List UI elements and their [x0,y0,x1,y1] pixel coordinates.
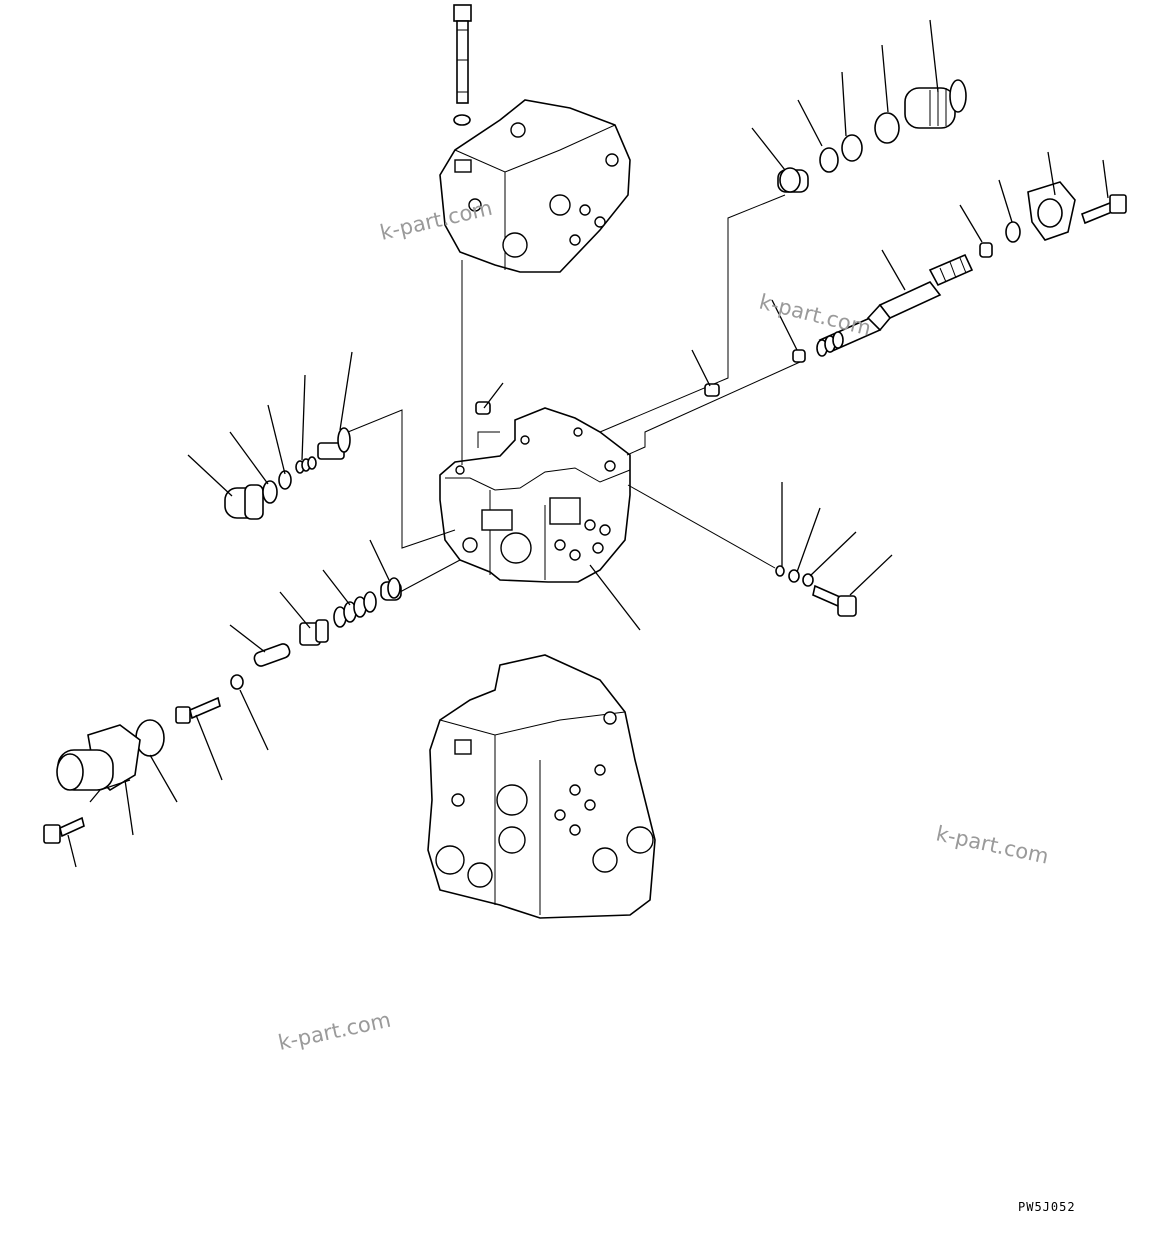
right-plug-top [904,79,967,129]
large-o-ring [135,719,165,757]
small-cap [979,242,993,258]
right-cover-bolt [1081,194,1127,225]
spring [333,591,377,628]
leader-lines [67,19,1109,868]
cover-bolt [43,816,85,844]
plug-small-center [704,383,720,397]
upper-valve-body [439,99,631,273]
assembly-lines [347,194,801,593]
spool-spring [816,331,844,357]
cap [777,167,809,193]
ring-right [819,147,839,173]
o-ring [262,480,278,504]
lower-valve-body [427,654,656,919]
watermark-4: k-part.com [276,1008,393,1055]
backup-ring-right [841,134,863,162]
drawing-code: PW5J052 [1018,1200,1076,1214]
o-ring-right [874,112,900,144]
small-plug [792,349,806,363]
main-valve-section [439,407,631,583]
right-bolt [812,584,857,617]
watermark-3: k-part.com [934,821,1051,868]
backup-ring [278,470,292,490]
small-spring [295,456,317,474]
small-ring-a [775,565,785,577]
small-ring-b [788,569,800,583]
watermark-2: k-part.com [757,290,874,341]
small-o-ring [1005,221,1021,243]
short-bolt [175,696,221,724]
right-cover [1027,181,1076,241]
left-cover [56,724,141,792]
poppet [317,427,351,460]
small-ring-c [802,573,814,587]
check-plug [380,577,402,601]
plug-nut [299,619,329,646]
pin [253,643,291,667]
left-plug [224,484,264,520]
long-bolt [453,4,472,104]
washer [453,114,471,126]
small-washer [230,674,244,690]
